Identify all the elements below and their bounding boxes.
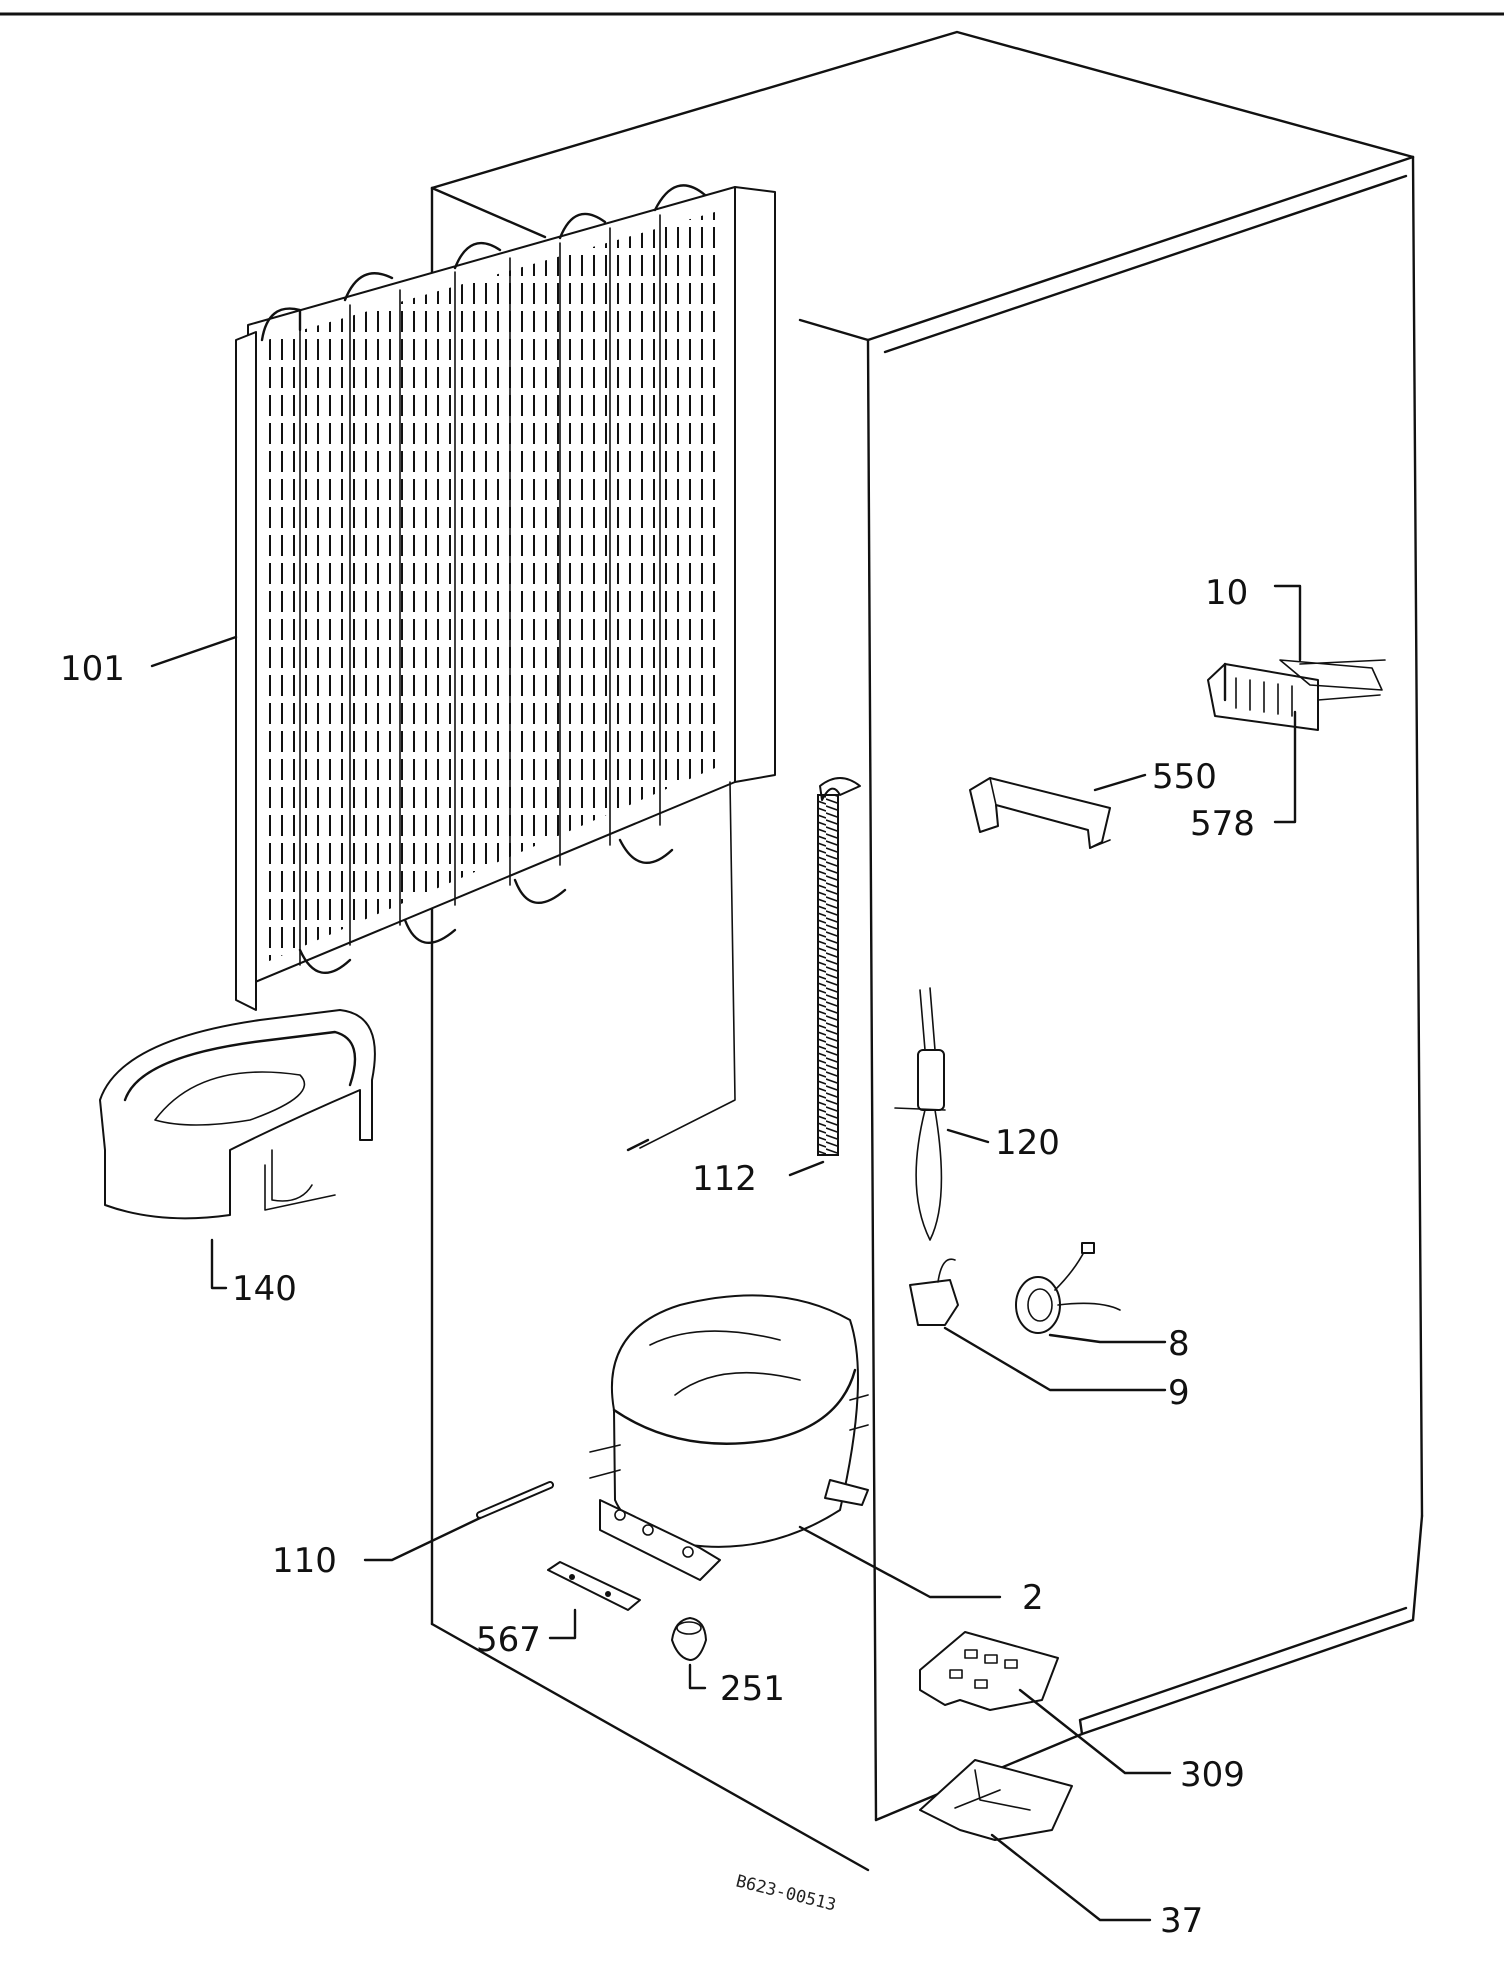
connector-part-10 — [1207, 659, 1386, 731]
leader-lines — [150, 584, 1302, 1922]
callout-110: 110 — [272, 1541, 337, 1581]
relay-part-9 — [909, 1258, 959, 1326]
cabinet-body — [430, 30, 1424, 1872]
callout-578: 578 — [1190, 804, 1255, 844]
callout-112: 112 — [692, 1159, 757, 1199]
drip-tray-part-140 — [99, 1009, 376, 1220]
overload-part-8 — [1015, 1242, 1121, 1334]
callout-8: 8 — [1168, 1324, 1190, 1364]
callout-120: 120 — [995, 1123, 1060, 1163]
thermostat-part-120 — [894, 987, 946, 1241]
callout-101: 101 — [60, 649, 125, 689]
callout-140: 140 — [232, 1269, 297, 1309]
callout-37: 37 — [1160, 1901, 1203, 1941]
callout-550: 550 — [1152, 757, 1217, 797]
callout-309: 309 — [1180, 1755, 1245, 1795]
callout-251: 251 — [720, 1669, 785, 1709]
callout-9: 9 — [1168, 1373, 1190, 1413]
callout-567: 567 — [476, 1620, 541, 1660]
drawing-code: B623-00513 — [734, 1871, 838, 1915]
tube-part-110 — [476, 1481, 554, 1519]
clip-part-550 — [969, 777, 1111, 849]
drain-hose-part-112 — [817, 777, 861, 1156]
cover-part-309 — [919, 1631, 1059, 1711]
grommet-part-251 — [671, 1617, 707, 1661]
condenser-part-101 — [235, 184, 776, 1152]
callout-10: 10 — [1205, 573, 1248, 613]
base-plate-part-37 — [919, 1759, 1073, 1841]
callout-2: 2 — [1022, 1578, 1044, 1618]
bracket-part-567 — [547, 1561, 641, 1611]
compressor-part-2 — [589, 1294, 869, 1581]
